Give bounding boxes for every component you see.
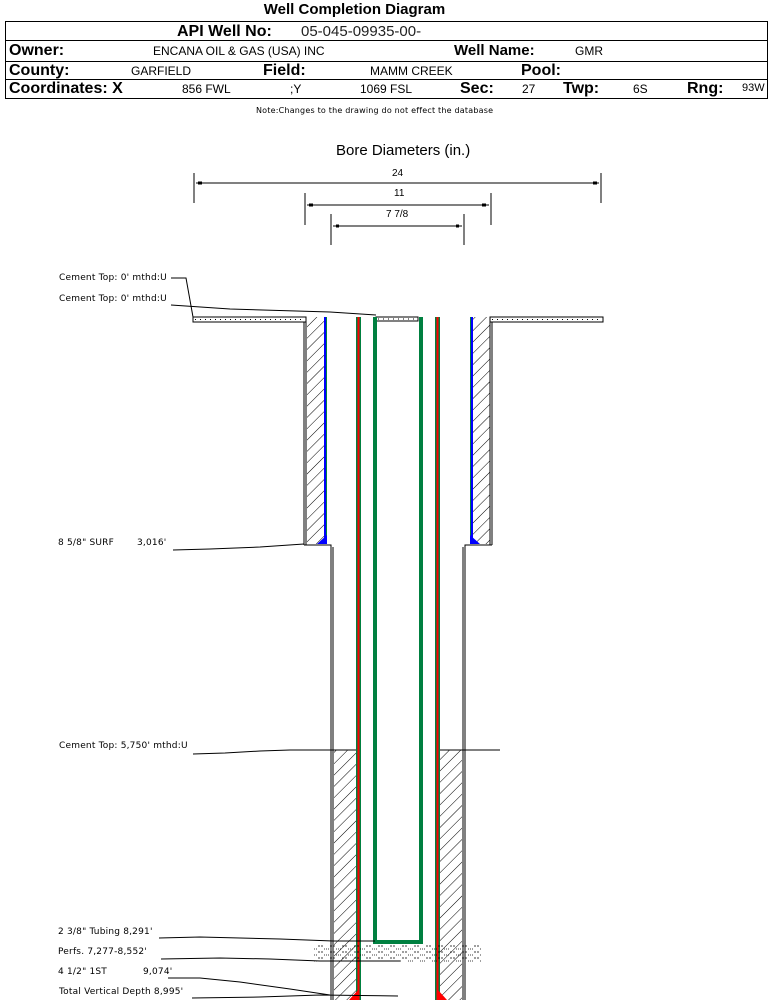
- tubing-annotation: 2 3/8" Tubing 8,291': [58, 927, 153, 937]
- surface-slab-right: [489, 316, 604, 323]
- surface-casing-left: [324, 317, 326, 544]
- leader-line: [170, 304, 377, 316]
- leader-line: [168, 977, 331, 996]
- api-well-no-label: API Well No:: [177, 23, 272, 40]
- well-name-label: Well Name:: [454, 42, 535, 59]
- coordinate-y-separator: ;Y: [290, 82, 302, 96]
- rng-label: Rng:: [687, 80, 724, 97]
- surface-slab-center: [375, 316, 419, 322]
- surface-cement-right: [473, 317, 490, 544]
- leader-line: [160, 957, 400, 962]
- disclaimer-note: Note:Changes to the drawing do not effec…: [256, 106, 494, 115]
- coordinate-x-value: 856 FWL: [182, 82, 231, 96]
- open-hole-wall-right: [464, 544, 492, 1000]
- field-label: Field:: [263, 62, 306, 79]
- api-well-no-value: 05-045-09935-00-: [301, 23, 422, 40]
- surface-casing-shoe-left: [317, 535, 327, 544]
- surface-slab-left: [192, 316, 307, 323]
- surface-casing-name: 8 5/8" SURF: [58, 538, 115, 548]
- production-casing-right: [435, 317, 440, 1000]
- leader-line: [191, 994, 399, 999]
- owner-value: ENCANA OIL & GAS (USA) INC: [153, 44, 325, 58]
- field-value: MAMM CREEK: [370, 64, 453, 78]
- leader-line: [171, 277, 194, 318]
- perforations-annotation: Perfs. 7,277-8,552': [58, 947, 147, 957]
- production-casing-left: [356, 317, 361, 1000]
- pool-label: Pool:: [521, 62, 561, 79]
- sec-value: 27: [522, 82, 536, 96]
- rng-value: 93W: [742, 82, 765, 94]
- leader-line: [192, 749, 333, 755]
- county-value: GARFIELD: [131, 64, 192, 78]
- coordinates-label: Coordinates: X: [9, 80, 123, 97]
- well-header-table: [5, 21, 768, 99]
- bore-diameters-title: Bore Diameters (in.): [336, 142, 471, 159]
- bore-diameter-label: 24: [392, 168, 404, 179]
- production-casing-shoe-right: [438, 990, 447, 1000]
- page-title: Well Completion Diagram: [263, 1, 446, 18]
- header-divider: [5, 61, 768, 62]
- bore-dimension-7-7-8: [330, 214, 465, 245]
- cement-top-annotation: Cement Top: 5,750' mthd:U: [59, 741, 188, 751]
- surface-hole-wall-right: [489, 322, 493, 545]
- twp-label: Twp:: [563, 80, 600, 97]
- bore-dimension-11: [304, 193, 492, 225]
- leader-line: [158, 936, 375, 942]
- surface-hole-wall-left: [303, 322, 307, 545]
- production-cement-right: [440, 750, 462, 1000]
- sec-label: Sec:: [460, 80, 494, 97]
- production-cement-left: [334, 750, 356, 1000]
- owner-label: Owner:: [9, 42, 65, 59]
- production-casing-name: 4 1/2" 1ST: [58, 967, 108, 977]
- tubing-string: [373, 317, 423, 944]
- perforations-zone: [314, 945, 482, 962]
- total-vertical-depth-annotation: Total Vertical Depth 8,995': [59, 987, 184, 997]
- county-label: County:: [9, 62, 70, 79]
- leader-line: [172, 543, 305, 551]
- cement-top-annotation: Cement Top: 0' mthd:U: [59, 273, 167, 283]
- surface-cement-left: [307, 317, 324, 544]
- twp-value: 6S: [633, 82, 648, 96]
- surface-casing-depth: 3,016': [137, 538, 167, 548]
- open-hole-wall-left: [304, 544, 332, 1000]
- bore-diameter-label: 7 7/8: [386, 209, 409, 220]
- header-divider: [5, 40, 768, 41]
- well-name-value: GMR: [575, 44, 603, 58]
- production-casing-depth: 9,074': [143, 967, 173, 977]
- bore-diameter-label: 11: [394, 188, 405, 199]
- cement-top-annotation: Cement Top: 0' mthd:U: [59, 294, 167, 304]
- bore-dimension-24: [193, 173, 602, 203]
- surface-casing-shoe-right: [470, 535, 480, 544]
- surface-casing-right: [471, 317, 473, 544]
- header-divider: [5, 79, 768, 80]
- coordinate-y-value: 1069 FSL: [360, 82, 413, 96]
